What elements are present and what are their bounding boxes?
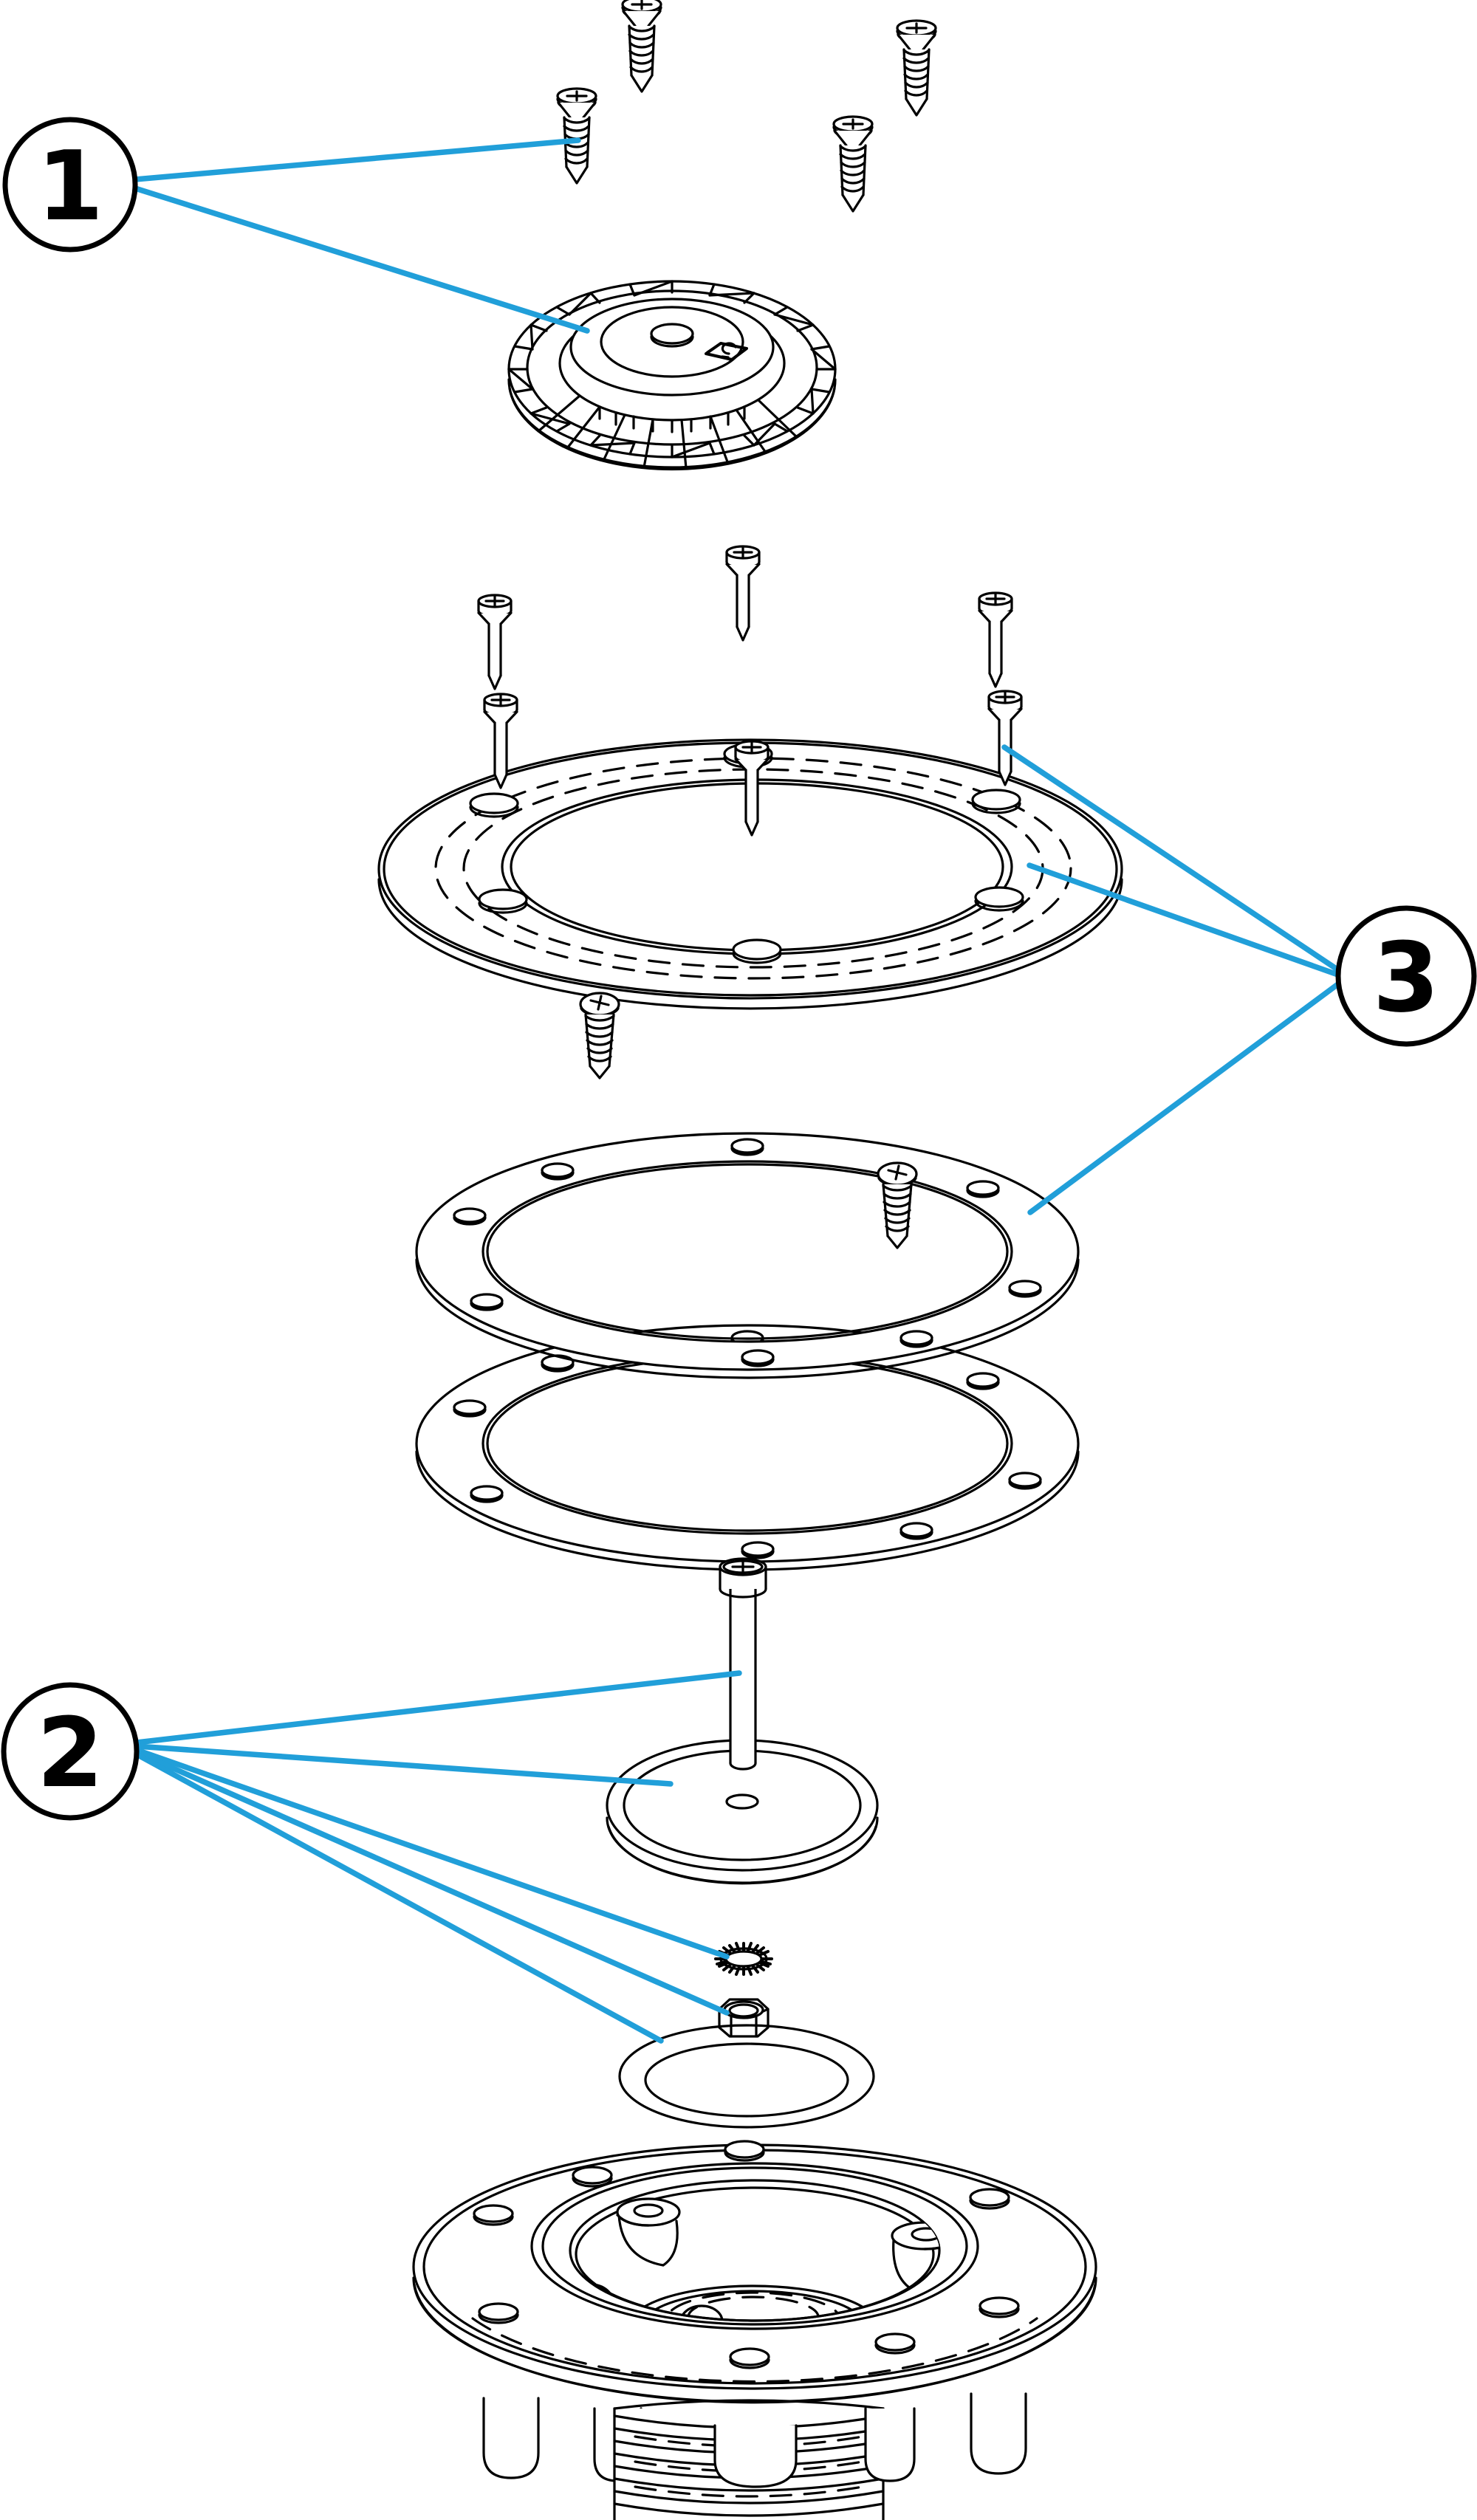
body-hole (969, 2188, 1010, 2210)
leader-line (134, 1751, 664, 2044)
gasket-hole (899, 1522, 933, 1540)
leader-line (134, 1747, 730, 1960)
callout-1-number: 1 (37, 130, 103, 242)
leader-line (134, 1670, 742, 1745)
flange-hole (478, 888, 528, 914)
gasket-hole (453, 1399, 487, 1418)
body-hole (724, 2140, 765, 2162)
screw-icon (896, 19, 937, 117)
body-hole (979, 2296, 1020, 2318)
flange-hole (469, 792, 519, 818)
body-bowl (530, 2162, 979, 2330)
screw-icon (725, 545, 761, 642)
grille-ribs (537, 394, 798, 470)
fastening-pin-shaft (729, 1586, 757, 1771)
screw-icon (556, 87, 597, 185)
mounting-foot (970, 2392, 1027, 2475)
gasket-hole (541, 1162, 575, 1181)
mounting-foot (482, 2397, 540, 2479)
gasket-hole (1008, 1280, 1042, 1298)
screw-icon (621, 0, 662, 93)
callout-3-number: 3 (1373, 921, 1439, 1034)
screw-icon (477, 594, 513, 690)
dome-castellation (598, 405, 746, 433)
screw-icon (579, 992, 620, 1079)
o-ring (618, 2024, 875, 2129)
mounting-foot (864, 2407, 916, 2482)
gasket-hole (966, 1372, 1000, 1390)
leader-line (134, 1749, 730, 2016)
mounting-foot (713, 2424, 798, 2488)
lock-washer (714, 1942, 773, 1976)
body-hole (473, 2204, 514, 2226)
flange-hole (971, 789, 1021, 814)
leader-line (132, 137, 581, 182)
leader-line (1027, 862, 1345, 979)
flange-hole (732, 938, 782, 964)
leader-lines (132, 137, 1345, 2044)
washer-teeth (714, 1942, 773, 1976)
leader-line (1001, 744, 1345, 975)
screw-icon (832, 115, 874, 213)
gasket-hole (730, 1138, 764, 1156)
gasket-hole (741, 1541, 775, 1559)
cover-screws (556, 0, 937, 213)
gasket-hole (470, 1485, 504, 1503)
body-hole (874, 2332, 916, 2355)
body-hole (729, 2347, 770, 2369)
gasket-screw-icon (877, 1161, 918, 1249)
brand-logo (705, 342, 748, 361)
fastening-pin (606, 1557, 879, 1885)
top-cover-grille (507, 280, 837, 471)
flange-ring (377, 738, 1123, 1010)
leader-line (134, 1743, 674, 1787)
callout-2: 2 (1, 1682, 140, 1821)
gasket-hole (1008, 1472, 1042, 1490)
callout-2-number: 2 (37, 1697, 103, 1809)
leader-line (1027, 978, 1345, 1215)
fastening-pin-head (719, 1557, 767, 1599)
hex-nut (718, 1998, 770, 2038)
cover-center-hole (650, 323, 694, 348)
callout-3: 3 (1335, 905, 1477, 1047)
gasket-hole (899, 1330, 933, 1348)
body-hole (478, 2302, 519, 2324)
grille-slots (507, 280, 837, 459)
gasket-hole (741, 1349, 775, 1367)
gasket-hole (966, 1180, 1000, 1198)
gasket-hole (470, 1293, 504, 1311)
screw-icon (978, 591, 1013, 688)
screw-icon (734, 740, 770, 837)
drain-body (412, 2140, 1097, 2520)
gasket-upper (415, 1132, 1080, 1379)
flange-hole (974, 886, 1024, 912)
body-boss (616, 2197, 681, 2267)
callout-1: 1 (2, 117, 138, 253)
leader-line (132, 185, 590, 334)
gasket-hole (453, 1207, 487, 1226)
